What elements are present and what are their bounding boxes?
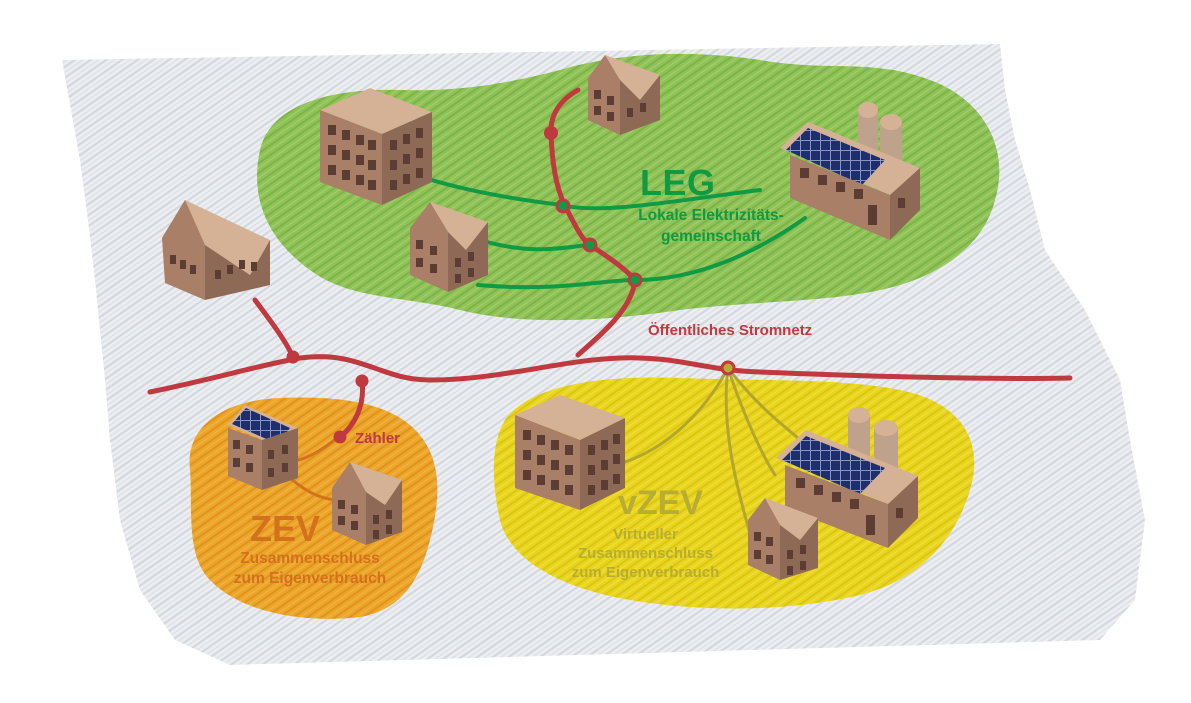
leg-meter-node (555, 198, 571, 214)
grid-junction-node (286, 350, 300, 364)
grid-junction-node (544, 126, 558, 140)
apartment-building-icon (515, 395, 625, 510)
zev-subtitle-line: Zusammenschluss (240, 550, 380, 567)
vzev-subtitle-line: Zusammenschluss (577, 545, 714, 562)
meter-label: Zähler (355, 430, 401, 447)
house-icon (332, 462, 402, 545)
vzev-subtitle-line: Virtueller (613, 526, 678, 543)
vzev-subtitle-line: zum Eigenverbrauch (571, 564, 720, 581)
public-grid-label: Öffentliches Stromnetz (648, 322, 813, 339)
vzev-connection-lines (623, 366, 802, 542)
leg-subtitle-line: gemeinschaft (661, 228, 761, 245)
solar-panel-icon (786, 128, 885, 185)
house-icon (410, 202, 488, 292)
leg-meter-node (582, 237, 598, 253)
zev-subtitle: Zusammenschluss zum Eigenverbrauch (215, 549, 405, 589)
house-icon (748, 498, 818, 580)
house-icon (162, 200, 270, 300)
leg-subtitle-line: Lokale Elektrizitäts- (638, 207, 784, 224)
leg-meter-node (627, 272, 643, 288)
zev-subtitle-line: zum Eigenverbrauch (233, 570, 387, 587)
house-with-solar-icon (228, 405, 298, 490)
vzev-meter-node (720, 360, 736, 376)
grid-junction-node (355, 374, 369, 388)
zev-title: ZEV (250, 508, 321, 549)
apartment-building-icon (320, 88, 432, 205)
solar-panel-icon (782, 436, 885, 494)
leg-title: LEG (640, 162, 716, 203)
solar-panel-icon (232, 408, 290, 444)
vzev-title: vZEV (618, 484, 704, 522)
house-icon (588, 55, 660, 135)
factory-with-solar-icon (776, 407, 918, 548)
vzev-subtitle: Virtueller Zusammenschluss zum Eigenverb… (548, 525, 743, 582)
leg-subtitle: Lokale Elektrizitäts- gemeinschaft (616, 205, 806, 247)
meter-node (333, 430, 347, 444)
grid-nodes (286, 126, 736, 444)
factory-with-solar-icon (780, 102, 920, 240)
